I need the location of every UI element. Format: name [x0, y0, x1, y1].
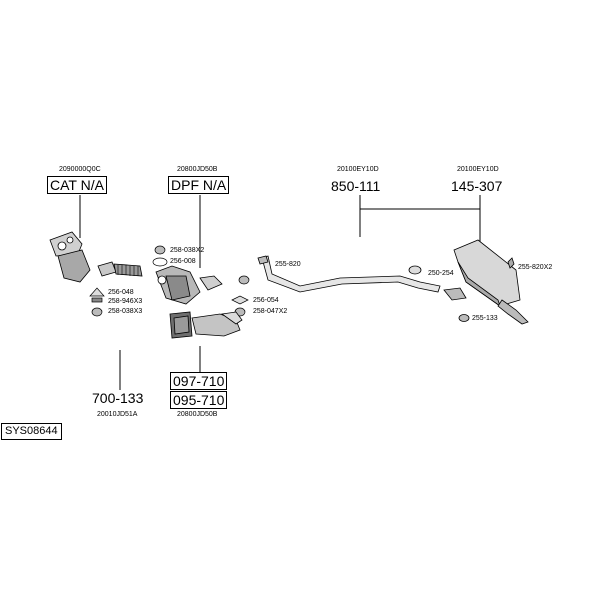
- accessory-label-f1[interactable]: 255-820X2: [518, 264, 553, 271]
- accessory-label-c2[interactable]: 258-047X2: [253, 308, 288, 315]
- accessory-label-c1[interactable]: 256-054: [253, 297, 279, 304]
- dpf-lower-part: [169, 311, 243, 339]
- rear-part-number[interactable]: 145-307: [451, 178, 503, 194]
- accessory-label-a3[interactable]: 258-038X3: [108, 308, 143, 315]
- cat-part-box[interactable]: CAT N/A: [47, 176, 107, 194]
- accessory-label-b1[interactable]: 258-038X2: [170, 247, 205, 254]
- dpf-lower-code: 20800JD50B: [177, 411, 218, 418]
- dpf-part-box[interactable]: DPF N/A: [168, 176, 230, 194]
- front-part-number[interactable]: 700-133: [92, 390, 144, 406]
- accessory-label-a1[interactable]: 256-048: [108, 289, 134, 296]
- mid-code: 20100EY10D: [337, 166, 379, 173]
- front-code: 20010JD51A: [97, 411, 138, 418]
- accessory-label-f2[interactable]: 255-133: [472, 315, 498, 322]
- accessory-label-e1[interactable]: 250-254: [428, 270, 454, 277]
- accessory-label-d1[interactable]: 255-820: [275, 261, 301, 268]
- accessory-label-b2[interactable]: 256-008: [170, 258, 196, 265]
- dpf-lower-part-box-1[interactable]: 097-710: [170, 372, 228, 390]
- diagram-id-box: SYS08644: [1, 423, 62, 440]
- dpf-part: [155, 265, 223, 305]
- rear-code: 20100EY10D: [457, 166, 499, 173]
- rear-muffler-part: [443, 239, 529, 325]
- mid-part-number[interactable]: 850-111: [331, 178, 381, 194]
- dpf-lower-part-box-2[interactable]: 095-710: [170, 391, 228, 409]
- cat-code: 2090000Q0C: [59, 166, 101, 173]
- accessory-icons-left: [89, 245, 168, 317]
- accessory-icons-dpf: [231, 275, 250, 317]
- flex-pipe-part: [97, 261, 143, 277]
- middle-pipe-part: [257, 255, 441, 293]
- accessory-label-a2[interactable]: 258-946X3: [108, 298, 143, 305]
- dpf-code: 20800JD50B: [177, 166, 218, 173]
- cat-converter-part: [49, 231, 91, 283]
